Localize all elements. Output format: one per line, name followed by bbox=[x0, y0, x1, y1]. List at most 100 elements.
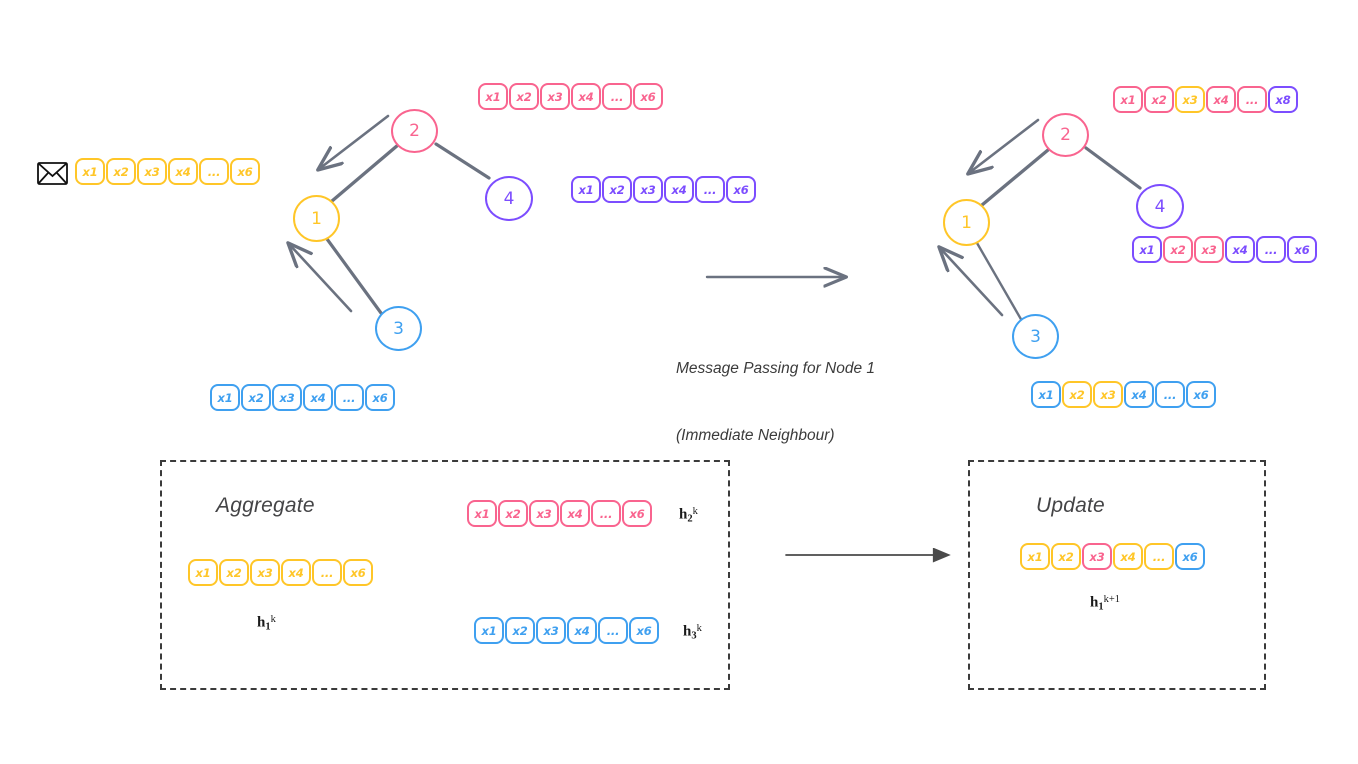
node-2-vector-before-cell-5: ... bbox=[602, 83, 632, 110]
envelope-icon bbox=[37, 162, 68, 185]
aggregate-h2-label: h2k bbox=[679, 506, 698, 524]
node-2-vector-after-cell-3: x3 bbox=[1175, 86, 1205, 113]
aggregate-h1-vector-cell-3: x3 bbox=[250, 559, 280, 586]
node-1-vector-before-cell-3: x3 bbox=[137, 158, 167, 185]
node-1-vector-before-cell-5: ... bbox=[199, 158, 229, 185]
aggregate-h3-vector-cell-1: x1 bbox=[474, 617, 504, 644]
node-2-vector-after-cell-6: x8 bbox=[1268, 86, 1298, 113]
node-1-vector-before-cell-2: x2 bbox=[106, 158, 136, 185]
node-1-vector-before-cell-1: x1 bbox=[75, 158, 105, 185]
aggregate-h3-sub: 3 bbox=[691, 630, 697, 642]
node-3-vector-after-cell-5: ... bbox=[1155, 381, 1185, 408]
left-node-1[interactable]: 1 bbox=[293, 195, 340, 242]
update-h1-next-vector-cell-2: x2 bbox=[1051, 543, 1081, 570]
aggregate-h2-sup: k bbox=[692, 506, 698, 517]
left-node-2[interactable]: 2 bbox=[391, 109, 438, 153]
left-node-4-label: 4 bbox=[503, 188, 515, 209]
aggregate-h1-vector-cell-1: x1 bbox=[188, 559, 218, 586]
node-3-vector-before-cell-5: ... bbox=[334, 384, 364, 411]
node-2-vector-before-cell-2: x2 bbox=[509, 83, 539, 110]
aggregate-h2-vector-cell-6: x6 bbox=[622, 500, 652, 527]
node-3-vector-before-cell-2: x2 bbox=[241, 384, 271, 411]
node-4-vector-before-cell-4: x4 bbox=[664, 176, 694, 203]
update-box-title: Update bbox=[1036, 494, 1105, 517]
aggregate-h2-base: h bbox=[679, 506, 688, 523]
node-4-vector-before-cell-5: ... bbox=[695, 176, 725, 203]
aggregate-h2-vector-cell-4: x4 bbox=[560, 500, 590, 527]
node-4-vector-before-cell-2: x2 bbox=[602, 176, 632, 203]
node-3-vector-after-cell-2: x2 bbox=[1062, 381, 1092, 408]
node-4-vector-before-cell-3: x3 bbox=[633, 176, 663, 203]
right-graph-edges bbox=[975, 146, 1142, 323]
left-node-4[interactable]: 4 bbox=[485, 176, 533, 221]
update-h1-next-sup: k+1 bbox=[1103, 594, 1121, 605]
node-3-vector-before-cell-1: x1 bbox=[210, 384, 240, 411]
aggregate-h3-label: h3k bbox=[683, 623, 702, 641]
left-node-1-label: 1 bbox=[311, 208, 322, 229]
update-h1-next-base: h bbox=[1090, 594, 1099, 611]
aggregate-h3-vector-cell-2: x2 bbox=[505, 617, 535, 644]
aggregate-h1-vector-cell-5: ... bbox=[312, 559, 342, 586]
node-4-vector-after-cell-3: x3 bbox=[1194, 236, 1224, 263]
update-h1-next-vector-cell-3: x3 bbox=[1082, 543, 1112, 570]
left-node-2-label: 2 bbox=[409, 121, 420, 141]
update-h1-next-label: h1k+1 bbox=[1090, 594, 1120, 612]
aggregate-h1-label: h1k bbox=[257, 614, 276, 632]
left-node-3[interactable]: 3 bbox=[375, 306, 422, 351]
update-h1-next-sub: 1 bbox=[1098, 601, 1104, 613]
right-node-4[interactable]: 4 bbox=[1136, 184, 1184, 229]
right-node-2-label: 2 bbox=[1060, 125, 1071, 145]
right-node-2[interactable]: 2 bbox=[1042, 113, 1089, 157]
right-node-4-label: 4 bbox=[1154, 196, 1166, 217]
node-4-vector-after-cell-4: x4 bbox=[1225, 236, 1255, 263]
node-2-vector-before-cell-4: x4 bbox=[571, 83, 601, 110]
node-3-vector-before-cell-6: x6 bbox=[365, 384, 395, 411]
right-node-3-label: 3 bbox=[1030, 326, 1041, 347]
aggregate-h3-vector-cell-5: ... bbox=[598, 617, 628, 644]
message-passing-caption: Message Passing for Node 1 (Immediate Ne… bbox=[676, 313, 875, 493]
node-2-vector-before-cell-1: x1 bbox=[478, 83, 508, 110]
node-3-vector-after-cell-3: x3 bbox=[1093, 381, 1123, 408]
node-2-vector-before-cell-6: x6 bbox=[633, 83, 663, 110]
node-2-vector-before-cell-3: x3 bbox=[540, 83, 570, 110]
node-3-vector-after-cell-6: x6 bbox=[1186, 381, 1216, 408]
aggregate-box-title: Aggregate bbox=[216, 494, 315, 517]
update-h1-next-vector-cell-6: x6 bbox=[1175, 543, 1205, 570]
update-h1-next-vector-cell-1: x1 bbox=[1020, 543, 1050, 570]
right-node-1[interactable]: 1 bbox=[943, 199, 990, 246]
node-1-vector-before-cell-6: x6 bbox=[230, 158, 260, 185]
aggregate-h2-vector-cell-5: ... bbox=[591, 500, 621, 527]
aggregate-h2-vector-cell-3: x3 bbox=[529, 500, 559, 527]
node-2-vector-after-cell-4: x4 bbox=[1206, 86, 1236, 113]
aggregate-h1-vector-cell-6: x6 bbox=[343, 559, 373, 586]
aggregate-h3-vector-cell-4: x4 bbox=[567, 617, 597, 644]
node-2-vector-after-cell-2: x2 bbox=[1144, 86, 1174, 113]
node-4-vector-after-cell-6: x6 bbox=[1287, 236, 1317, 263]
right-node-3[interactable]: 3 bbox=[1012, 314, 1059, 359]
aggregate-h1-sub: 1 bbox=[265, 621, 271, 633]
node-1-vector-before-cell-4: x4 bbox=[168, 158, 198, 185]
aggregate-h2-vector-cell-2: x2 bbox=[498, 500, 528, 527]
node-2-vector-after-cell-5: ... bbox=[1237, 86, 1267, 113]
node-4-vector-after-cell-2: x2 bbox=[1163, 236, 1193, 263]
aggregate-h1-base: h bbox=[257, 614, 266, 631]
aggregate-h1-vector-cell-2: x2 bbox=[219, 559, 249, 586]
aggregate-h3-vector-cell-3: x3 bbox=[536, 617, 566, 644]
aggregate-h3-sup: k bbox=[696, 623, 702, 634]
node-4-vector-before-cell-6: x6 bbox=[726, 176, 756, 203]
update-h1-next-vector-cell-4: x4 bbox=[1113, 543, 1143, 570]
node-2-vector-after-cell-1: x1 bbox=[1113, 86, 1143, 113]
node-3-vector-before-cell-4: x4 bbox=[303, 384, 333, 411]
aggregate-h1-vector-cell-4: x4 bbox=[281, 559, 311, 586]
